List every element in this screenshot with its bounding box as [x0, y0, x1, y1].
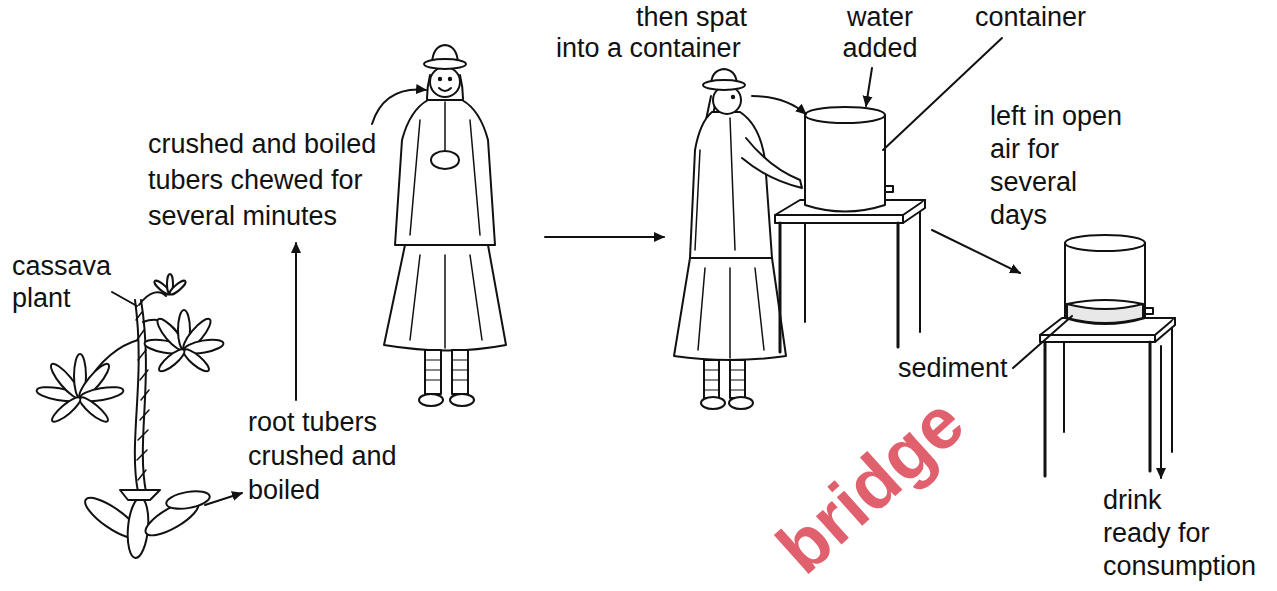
step-label: root tubers crushed and boiled: [248, 405, 413, 507]
woman-chewing: [384, 45, 506, 406]
process-illustration: [36, 38, 1175, 559]
woman-spitting: [729, 397, 753, 409]
woman-spitting: [704, 360, 719, 398]
leader-line: [866, 68, 872, 106]
woman-spitting: [674, 258, 786, 360]
woman-chewing: [410, 102, 480, 235]
woman-chewing: [431, 151, 459, 169]
cassava-plant: [136, 312, 149, 480]
leader-line: [1160, 346, 1162, 478]
table: [1155, 318, 1175, 342]
part-label: sediment: [898, 352, 1008, 384]
cassava-plant: [120, 490, 160, 500]
settled-container: [1067, 304, 1143, 323]
woman-spitting: [730, 360, 745, 398]
cassava-plant: [144, 310, 225, 374]
table: [1040, 318, 1175, 476]
woman-spitting: [732, 96, 734, 98]
cassava-plant: [49, 394, 83, 425]
leader-line: [1013, 316, 1072, 368]
table: [1040, 335, 1155, 342]
part-label: container: [975, 2, 1086, 33]
settled-container: [1065, 235, 1145, 251]
woman-spitting: [704, 370, 745, 390]
woman-spitting: [701, 397, 725, 409]
cassava-plant: [36, 274, 225, 559]
cassava-plant: [77, 394, 111, 425]
cassava-plant: [139, 292, 166, 305]
container: [805, 115, 885, 212]
table: [903, 200, 925, 223]
cassava-plant: [156, 346, 187, 374]
settled-container: [1067, 300, 1143, 304]
table: [805, 207, 920, 332]
cassava-plant: [168, 279, 187, 296]
leader-line: [545, 236, 664, 238]
cassava-plant: [181, 346, 212, 374]
container: [805, 107, 893, 212]
leader-line: [112, 292, 137, 306]
leader-line: [295, 243, 297, 400]
woman-chewing: [395, 100, 495, 245]
step-label: drink ready for consumption: [1103, 484, 1263, 583]
woman-chewing: [439, 78, 441, 80]
cassava-plant: [153, 274, 187, 296]
woman-chewing: [384, 245, 506, 351]
container: [885, 186, 893, 192]
woman-chewing: [452, 350, 468, 394]
woman-chewing: [425, 360, 468, 380]
cassava-plant: [165, 488, 211, 511]
woman-spitting: [703, 80, 745, 90]
woman-chewing: [450, 394, 474, 406]
step-label: water added: [838, 2, 922, 64]
leader-line: [372, 90, 426, 124]
step-label: left in open air for several days: [990, 100, 1130, 232]
woman-spitting: [695, 118, 735, 250]
container: [805, 107, 885, 123]
step-label: then spat into a container: [556, 2, 756, 64]
watermark: bridge: [764, 385, 976, 586]
woman-chewing: [449, 78, 451, 80]
woman-chewing: [430, 67, 460, 97]
woman-chewing: [410, 255, 482, 348]
cassava-plant: [135, 300, 139, 492]
woman-chewing: [439, 88, 451, 91]
part-label: cassava plant: [12, 250, 124, 314]
leader-line: [752, 96, 806, 114]
leader-line: [205, 493, 242, 505]
woman-chewing: [419, 394, 443, 406]
woman-spitting: [698, 268, 764, 358]
step-label: crushed and boiled tubers chewed for sev…: [148, 126, 388, 234]
woman-spitting: [690, 112, 772, 258]
table: [775, 215, 903, 223]
settled-container: [1065, 235, 1153, 324]
woman-chewing: [425, 350, 441, 394]
line-spacer: [1168, 484, 1263, 517]
table: [775, 200, 925, 352]
settled-container: [1065, 243, 1145, 324]
cassava-plant: [36, 354, 125, 425]
woman-spitting: [742, 138, 802, 188]
table: [1045, 342, 1150, 476]
table: [780, 223, 898, 352]
woman-chewing: [424, 59, 466, 69]
settled-container: [1145, 308, 1153, 314]
woman-spitting: [674, 69, 802, 409]
leader-line: [932, 230, 1020, 273]
